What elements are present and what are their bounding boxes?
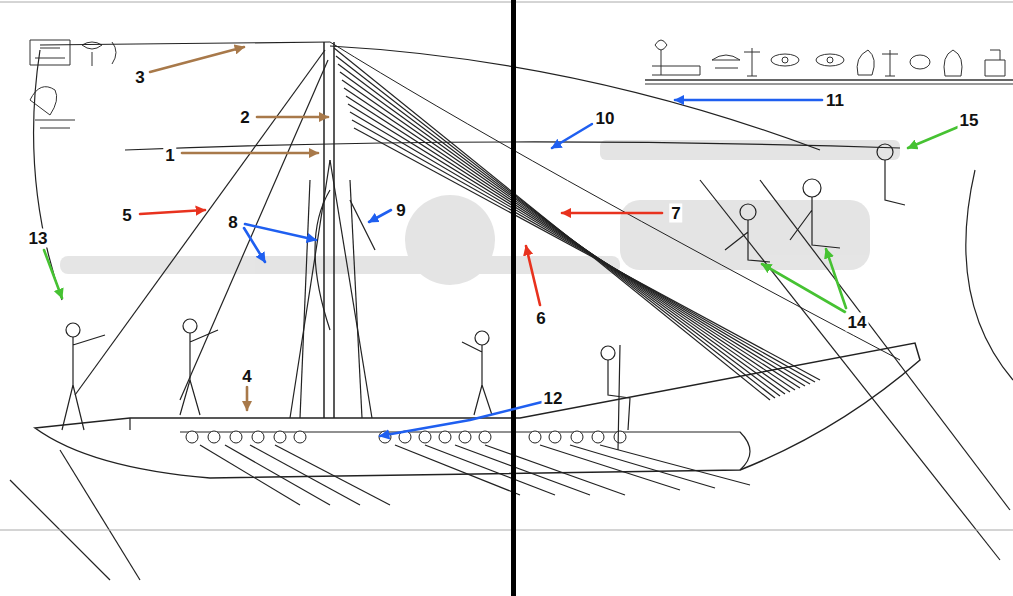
callout-number: 4: [240, 367, 253, 386]
callout-number: 8: [226, 213, 239, 232]
callout-number: 6: [534, 309, 547, 328]
callout-number: 12: [542, 389, 565, 408]
callout-number: 3: [133, 68, 146, 87]
callout-number: 10: [594, 109, 617, 128]
callout-number: 7: [669, 204, 682, 223]
callout-number: 1: [163, 146, 176, 165]
callout-number: 13: [27, 229, 50, 248]
callout-number: 5: [120, 206, 133, 225]
callout-number: 11: [824, 91, 846, 110]
callout-number: 14: [846, 313, 869, 332]
callout-number: 9: [394, 201, 407, 220]
callout-number: 2: [238, 108, 251, 127]
callout-number: 15: [958, 111, 981, 130]
